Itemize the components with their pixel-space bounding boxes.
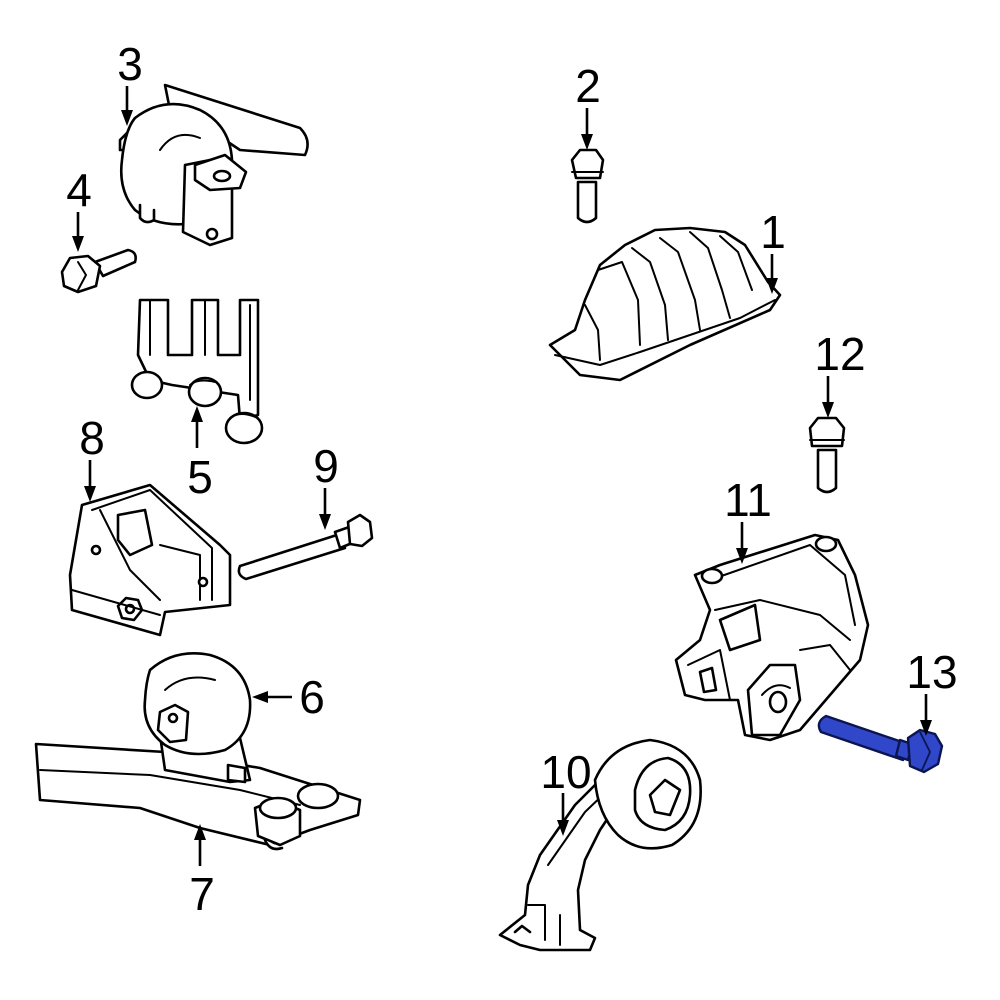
part-10-torque-mount[interactable]: [498, 738, 702, 952]
callout-8: 8: [79, 412, 105, 464]
part-12-bolt[interactable]: [808, 416, 846, 494]
callout-labels: 1 2 3 4 5 6 7 8 9 10 11 12 13: [66, 38, 957, 920]
part-3-engine-mount[interactable]: [118, 83, 309, 247]
part-7-crossmember[interactable]: [34, 742, 362, 851]
part-13-bolt[interactable]: [817, 714, 944, 774]
callout-11: 11: [724, 474, 772, 526]
callout-9: 9: [313, 440, 339, 492]
callout-6: 6: [299, 671, 325, 723]
callout-5: 5: [187, 451, 213, 503]
leader-lines: [72, 86, 932, 866]
callout-13: 13: [906, 646, 957, 698]
callout-1: 1: [760, 206, 786, 258]
part-6-mount[interactable]: [143, 652, 252, 784]
part-11-mount-bracket[interactable]: [674, 533, 870, 742]
part-9-bolt[interactable]: [237, 513, 374, 581]
part-2-bolt[interactable]: [570, 148, 605, 224]
callout-3: 3: [117, 38, 143, 90]
callout-12: 12: [814, 328, 865, 380]
callout-4: 4: [66, 164, 92, 216]
callout-10: 10: [540, 746, 591, 798]
part-4-bolt[interactable]: [60, 248, 137, 294]
callout-2: 2: [575, 60, 601, 112]
part-8-bracket[interactable]: [68, 483, 232, 637]
part-1-mount-cover[interactable]: [548, 226, 782, 382]
part-5-bracket[interactable]: [130, 298, 264, 445]
callout-7: 7: [189, 868, 215, 920]
